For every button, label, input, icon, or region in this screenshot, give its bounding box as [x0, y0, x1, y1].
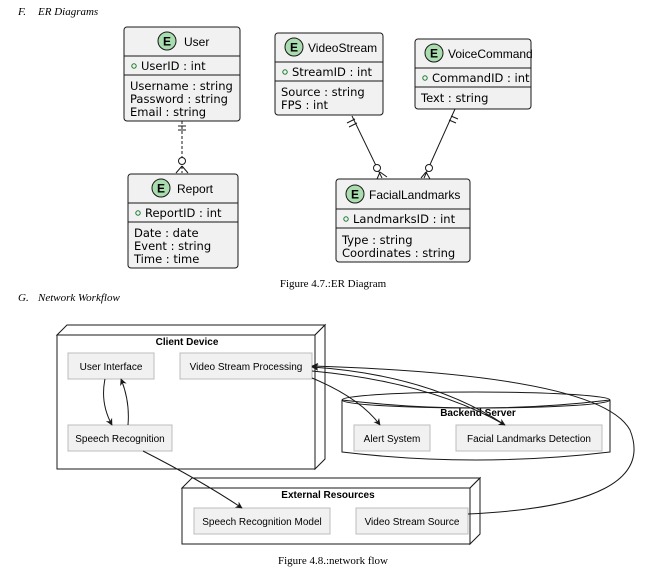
node-alert-system: Alert System — [353, 424, 431, 452]
arrow-ui-to-sr — [103, 378, 113, 426]
network-caption: Figure 4.8.:network flow — [278, 555, 388, 567]
relation-user-report — [175, 121, 189, 174]
entity-badge: E — [430, 47, 438, 61]
entity-name: Report — [177, 182, 214, 196]
node-label: Video Stream Source — [365, 517, 460, 528]
entity-badge-icon — [151, 178, 171, 198]
relation-video-facial — [346, 115, 388, 180]
entity-videostream: E VideoStream StreamID : int Source : st… — [274, 32, 384, 116]
key-icon — [422, 75, 428, 81]
arrow-vss-to-vsp — [311, 362, 635, 515]
key-icon — [135, 210, 141, 216]
entity-badge-icon — [345, 184, 365, 204]
entity-field: FPS : int — [281, 98, 329, 112]
key-icon — [282, 69, 288, 75]
node-label: Alert System — [364, 434, 421, 445]
relation-voice-facial — [420, 108, 459, 180]
entity-badge: E — [163, 35, 171, 49]
node-user-interface: User Interface — [67, 352, 155, 380]
entity-field: Source : string — [281, 85, 365, 99]
entity-field: Time : time — [133, 252, 199, 266]
entity-report: E Report ReportID : int Date : date Even… — [127, 173, 239, 269]
entity-field: Coordinates : string — [342, 246, 455, 260]
backend-server-title: Backend Server — [440, 408, 516, 419]
entity-name: User — [184, 35, 209, 49]
entity-pk: LandmarksID : int — [353, 212, 456, 226]
entity-pk: ReportID : int — [145, 206, 222, 220]
entity-field: Email : string — [130, 105, 206, 119]
entity-pk: UserID : int — [141, 59, 206, 73]
entity-badge: E — [290, 41, 298, 55]
er-caption: Figure 4.7.:ER Diagram — [280, 278, 387, 290]
node-video-stream-source: Video Stream Source — [355, 507, 469, 535]
entity-field: Event : string — [134, 239, 211, 253]
arrow-fld-to-vsp — [311, 363, 506, 426]
node-label: Facial Landmarks Detection — [467, 434, 591, 445]
node-label: Speech Recognition — [75, 434, 165, 445]
entity-badge-icon — [157, 31, 177, 51]
entity-field: Date : date — [134, 226, 199, 240]
er-relations — [175, 108, 459, 180]
entity-voicecommand: E VoiceCommand CommandID : int Text : st… — [414, 38, 533, 110]
node-label: Speech Recognition Model — [202, 517, 322, 528]
key-icon — [131, 63, 137, 69]
node-label: Video Stream Processing — [190, 362, 303, 373]
arrow-vsp-to-alert — [311, 377, 381, 426]
node-label: User Interface — [80, 362, 143, 373]
entity-field: Text : string — [420, 91, 488, 105]
entity-name: FacialLandmarks — [369, 188, 460, 202]
entity-badge-icon — [284, 37, 304, 57]
entity-field: Type : string — [341, 233, 413, 247]
arrow-sr-to-ui — [120, 378, 129, 426]
key-icon — [343, 216, 349, 222]
entity-user: E User UserID : int Username : string Pa… — [123, 26, 241, 122]
entity-pk: CommandID : int — [432, 71, 530, 85]
entity-pk: StreamID : int — [292, 65, 373, 79]
entity-field: Username : string — [130, 79, 233, 93]
network-heading: Network Workflow — [37, 292, 120, 304]
entity-badge: E — [157, 182, 165, 196]
arrow-vsp-to-fld — [311, 370, 506, 426]
node-speech-recognition-model: Speech Recognition Model — [193, 507, 331, 535]
entity-name: VoiceCommand — [448, 47, 533, 61]
client-device-title: Client Device — [156, 337, 219, 348]
node-facial-landmarks-detection: Facial Landmarks Detection — [455, 424, 603, 452]
node-speech-recognition: Speech Recognition — [67, 424, 173, 452]
er-heading: ER Diagrams — [37, 6, 98, 18]
node-video-stream-processing: Video Stream Processing — [179, 352, 313, 380]
network-arrows — [103, 362, 635, 515]
er-heading-letter: F. — [17, 6, 26, 18]
network-heading-letter: G. — [18, 292, 29, 304]
entity-field: Password : string — [130, 92, 228, 106]
entity-badge-icon — [424, 43, 444, 63]
external-resources-title: External Resources — [281, 490, 375, 501]
entity-faciallandmarks: E FacialLandmarks LandmarksID : int Type… — [335, 178, 471, 263]
entity-name: VideoStream — [308, 41, 377, 55]
arrow-sr-to-srm — [142, 450, 243, 509]
entity-badge: E — [351, 188, 359, 202]
